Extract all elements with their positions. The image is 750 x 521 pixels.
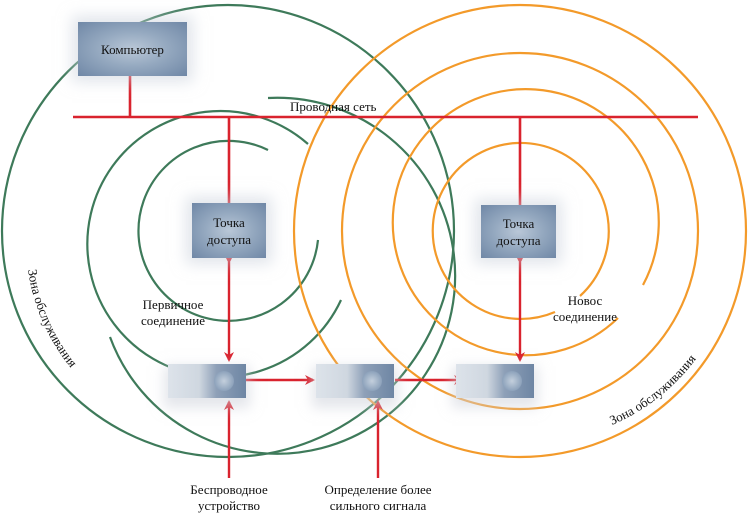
access-point-1: Точка доступа <box>192 203 266 258</box>
device-indicator-icon <box>362 371 382 391</box>
computer-node: Компьютер <box>78 22 187 76</box>
new-connection-line1: Новос <box>567 293 603 308</box>
wireless-device-caption: Беспроводное устройство <box>179 482 279 514</box>
zone-left-ring-1 <box>137 139 320 322</box>
wireless-device-initial <box>168 364 246 398</box>
wireless-links <box>224 254 525 478</box>
primary-connection-label: Первичное соединение <box>128 297 218 329</box>
new-connection-label: Новос соединение <box>545 293 625 325</box>
service-zone-right-label: Зона обслуживания <box>607 351 699 427</box>
device-indicator-icon <box>502 371 522 391</box>
stronger-signal-caption-line1: Определение более <box>324 482 432 497</box>
wired-network <box>73 76 698 205</box>
service-zone-left-label: Зона обслуживания <box>25 268 80 370</box>
zone-right-ring-1 <box>431 141 610 320</box>
wireless-device-caption-line2: устройство <box>197 498 261 513</box>
access-point-1-label-line2: доступа <box>207 231 251 247</box>
wireless-device-final <box>456 364 534 398</box>
stronger-signal-caption: Определение более сильного сигнала <box>308 482 448 514</box>
access-point-2: Точка доступа <box>481 205 556 258</box>
access-point-1-label-line1: Точка <box>213 214 245 230</box>
zone-left-ring-3 <box>108 96 457 455</box>
access-point-2-label-line1: Точка <box>502 215 535 231</box>
wired-network-label: Проводная сеть <box>290 99 377 114</box>
wireless-device-caption-line1: Беспроводное <box>190 482 268 497</box>
primary-connection-line2: соединение <box>140 313 205 328</box>
computer-label: Компьютер <box>101 41 164 57</box>
access-point-2-label-line2: доступа <box>496 232 541 248</box>
zone-right-ring-4 <box>292 3 748 459</box>
wireless-device-transition <box>316 364 394 398</box>
stronger-signal-caption-line2: сильного сигнала <box>329 498 427 513</box>
primary-connection-line1: Первичное <box>142 297 204 312</box>
service-zone-right-rings <box>292 3 748 459</box>
zone-left-ring-2 <box>86 109 342 379</box>
zone-right-ring-2 <box>391 88 660 357</box>
new-connection-line2: соединение <box>552 309 617 324</box>
zone-right-ring-3 <box>340 51 700 411</box>
device-indicator-icon <box>214 371 234 391</box>
